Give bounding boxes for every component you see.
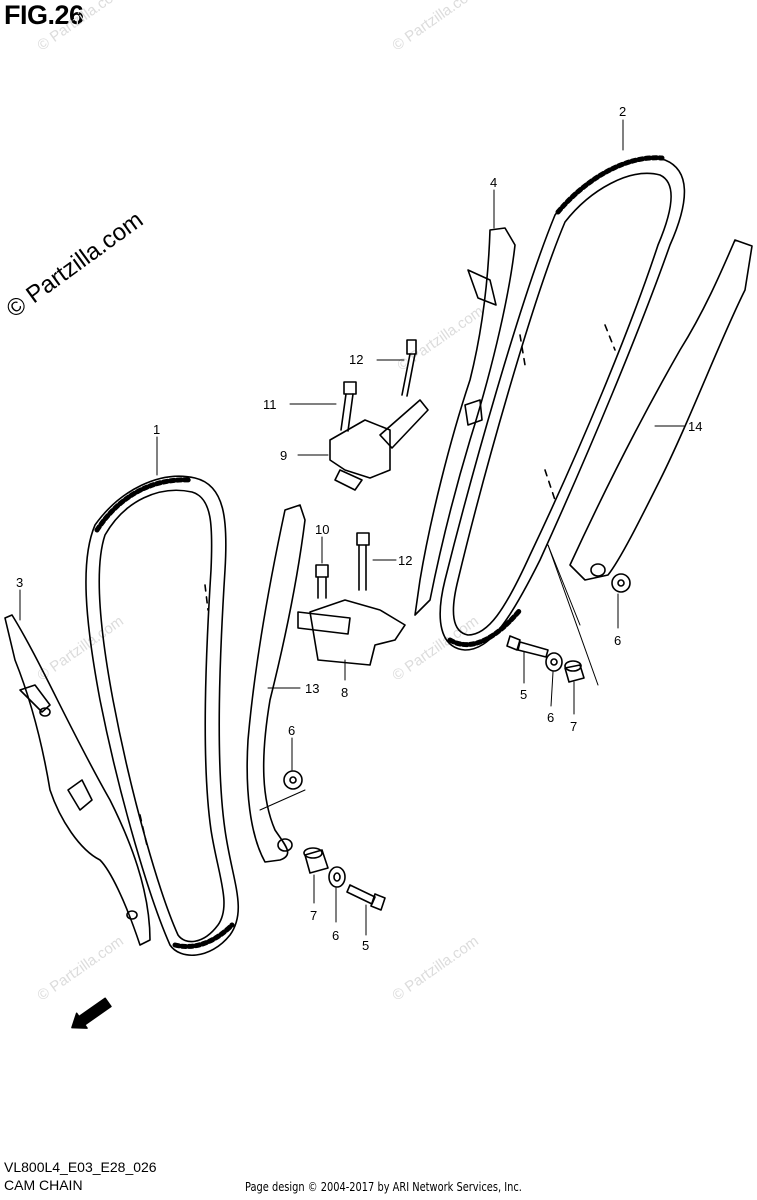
- callout-12-lower: 12: [398, 553, 412, 568]
- tensioner-lever-front: [246, 504, 306, 863]
- chain-guide-left: [4, 614, 151, 946]
- callout-7-front: 7: [310, 908, 317, 923]
- bolt-12-upper: [401, 339, 417, 397]
- callout-8: 8: [341, 685, 348, 700]
- page-credit: Page design © 2004-2017 by ARI Network S…: [245, 1180, 522, 1194]
- bolt-10: [315, 564, 329, 599]
- spacer-7-rear: [564, 660, 585, 683]
- callout-12-upper: 12: [349, 352, 363, 367]
- callout-6-top: 6: [614, 633, 621, 648]
- bolt-12-lower: [356, 532, 370, 591]
- bolt-11: [340, 381, 357, 432]
- callout-6-mid: 6: [288, 723, 295, 738]
- callout-11: 11: [263, 397, 277, 412]
- callout-3: 3: [16, 575, 23, 590]
- bolt-5-front: [346, 884, 386, 911]
- callout-7-rear: 7: [570, 719, 577, 734]
- diagram-name: CAM CHAIN: [4, 1177, 83, 1193]
- cam-chain-front: [85, 475, 240, 957]
- washer-6-front: [328, 866, 346, 888]
- callout-5-rear: 5: [520, 687, 527, 702]
- callout-10: 10: [315, 522, 329, 537]
- callout-9: 9: [280, 448, 287, 463]
- callout-6-rear: 6: [547, 710, 554, 725]
- washer-6-mid: [283, 770, 303, 790]
- spacer-7-front: [303, 847, 329, 874]
- tensioner-lever-rear: [569, 239, 753, 581]
- chain-guide-upper: [414, 227, 516, 616]
- assembly-lines: [259, 544, 599, 811]
- washer-6-top: [611, 573, 631, 593]
- callout-5-front: 5: [362, 938, 369, 953]
- callout-14: 14: [688, 419, 702, 434]
- callout-6-front: 6: [332, 928, 339, 943]
- callout-4: 4: [490, 175, 497, 190]
- callout-2: 2: [619, 104, 626, 119]
- tensioner-adjuster-upper: [329, 399, 429, 491]
- leader-lines: [19, 119, 685, 936]
- tensioner-adjuster-lower: [297, 599, 406, 666]
- washer-6-rear: [545, 652, 563, 672]
- fwd-label: FWD: [80, 995, 113, 1024]
- bolt-5-rear: [506, 635, 549, 658]
- callout-1: 1: [153, 422, 160, 437]
- cam-chain-rear: [439, 155, 686, 651]
- callout-13: 13: [305, 681, 319, 696]
- fwd-arrow-icon: [71, 997, 112, 1029]
- figure-title: FIG.26: [4, 0, 84, 30]
- diagram-code: VL800L4_E03_E28_026: [4, 1159, 157, 1175]
